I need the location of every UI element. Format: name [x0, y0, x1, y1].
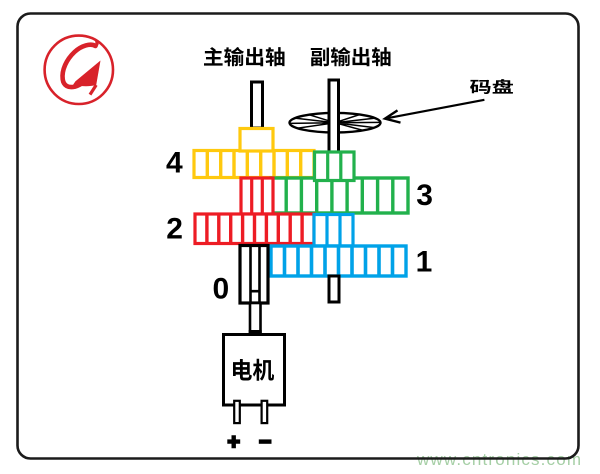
svg-text:0: 0 [213, 272, 230, 305]
svg-text:4: 4 [166, 147, 183, 180]
svg-text:1: 1 [416, 245, 433, 278]
svg-text:3: 3 [416, 179, 433, 212]
svg-text:2: 2 [166, 213, 183, 246]
